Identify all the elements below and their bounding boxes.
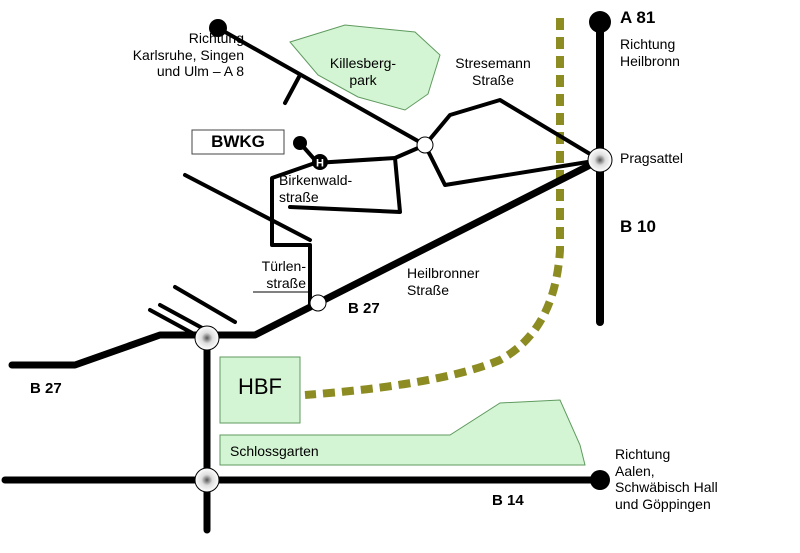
pragsattel-junction <box>587 147 613 173</box>
birkenwald-street-label: Birkenwald- straße <box>279 172 353 205</box>
minor-roads <box>148 26 602 342</box>
b14-junction <box>194 467 220 493</box>
h-marker-letter: H <box>316 158 324 170</box>
b27-b10-junction <box>194 325 220 351</box>
b27-mid-label: B 27 <box>348 300 380 317</box>
tuerlen-spur <box>173 285 237 324</box>
killesberg-park-label: Killesberg- park <box>329 55 397 88</box>
heilbronner-street-label: Heilbronner Straße <box>407 265 480 298</box>
b27-left-label: B 27 <box>30 380 62 397</box>
stresemann-junction <box>416 136 434 154</box>
b10-label: B 10 <box>620 217 656 236</box>
stresemann-street-label: Stresemann Straße <box>455 55 531 88</box>
hbf-box <box>219 356 301 424</box>
killesberg-spur <box>283 73 302 105</box>
bwkg-box <box>191 129 285 155</box>
pragsattel-connector <box>423 143 602 187</box>
birkenwald-inner <box>288 156 402 214</box>
tuerlen-street-label: Türlen- straße <box>261 258 306 291</box>
hbf-label: HBF <box>238 374 282 399</box>
aalen-end-dot <box>590 470 610 490</box>
a81-end-dot <box>589 11 611 33</box>
bwkg-label: BWKG <box>211 132 265 151</box>
a81-label: A 81 <box>620 8 656 27</box>
heilbronn-direction-label: Richtung Heilbronn <box>620 36 680 69</box>
stresemann-road <box>423 98 602 162</box>
b27-road <box>8 156 604 369</box>
tuerlen-junction <box>309 294 327 312</box>
schlossgarten-label: Schlossgarten <box>230 443 319 459</box>
h-marker <box>312 154 328 170</box>
aalen-direction-label: Richtung Aalen, Schwäbisch Hall und Göpp… <box>615 446 718 512</box>
rail-line <box>304 18 564 399</box>
schlossgarten-park <box>219 399 586 466</box>
a8-road <box>216 26 427 147</box>
karlsruhe-direction-label: Richtung Karlsruhe, Singen und Ulm – A 8 <box>132 30 244 80</box>
b14-label: B 14 <box>492 492 524 509</box>
a8-end-dot <box>209 19 227 37</box>
killesberg-park <box>289 24 441 111</box>
diagonal-road <box>183 173 312 242</box>
pragsattel-label: Pragsattel <box>620 150 684 166</box>
bwkg-dot <box>293 136 307 150</box>
